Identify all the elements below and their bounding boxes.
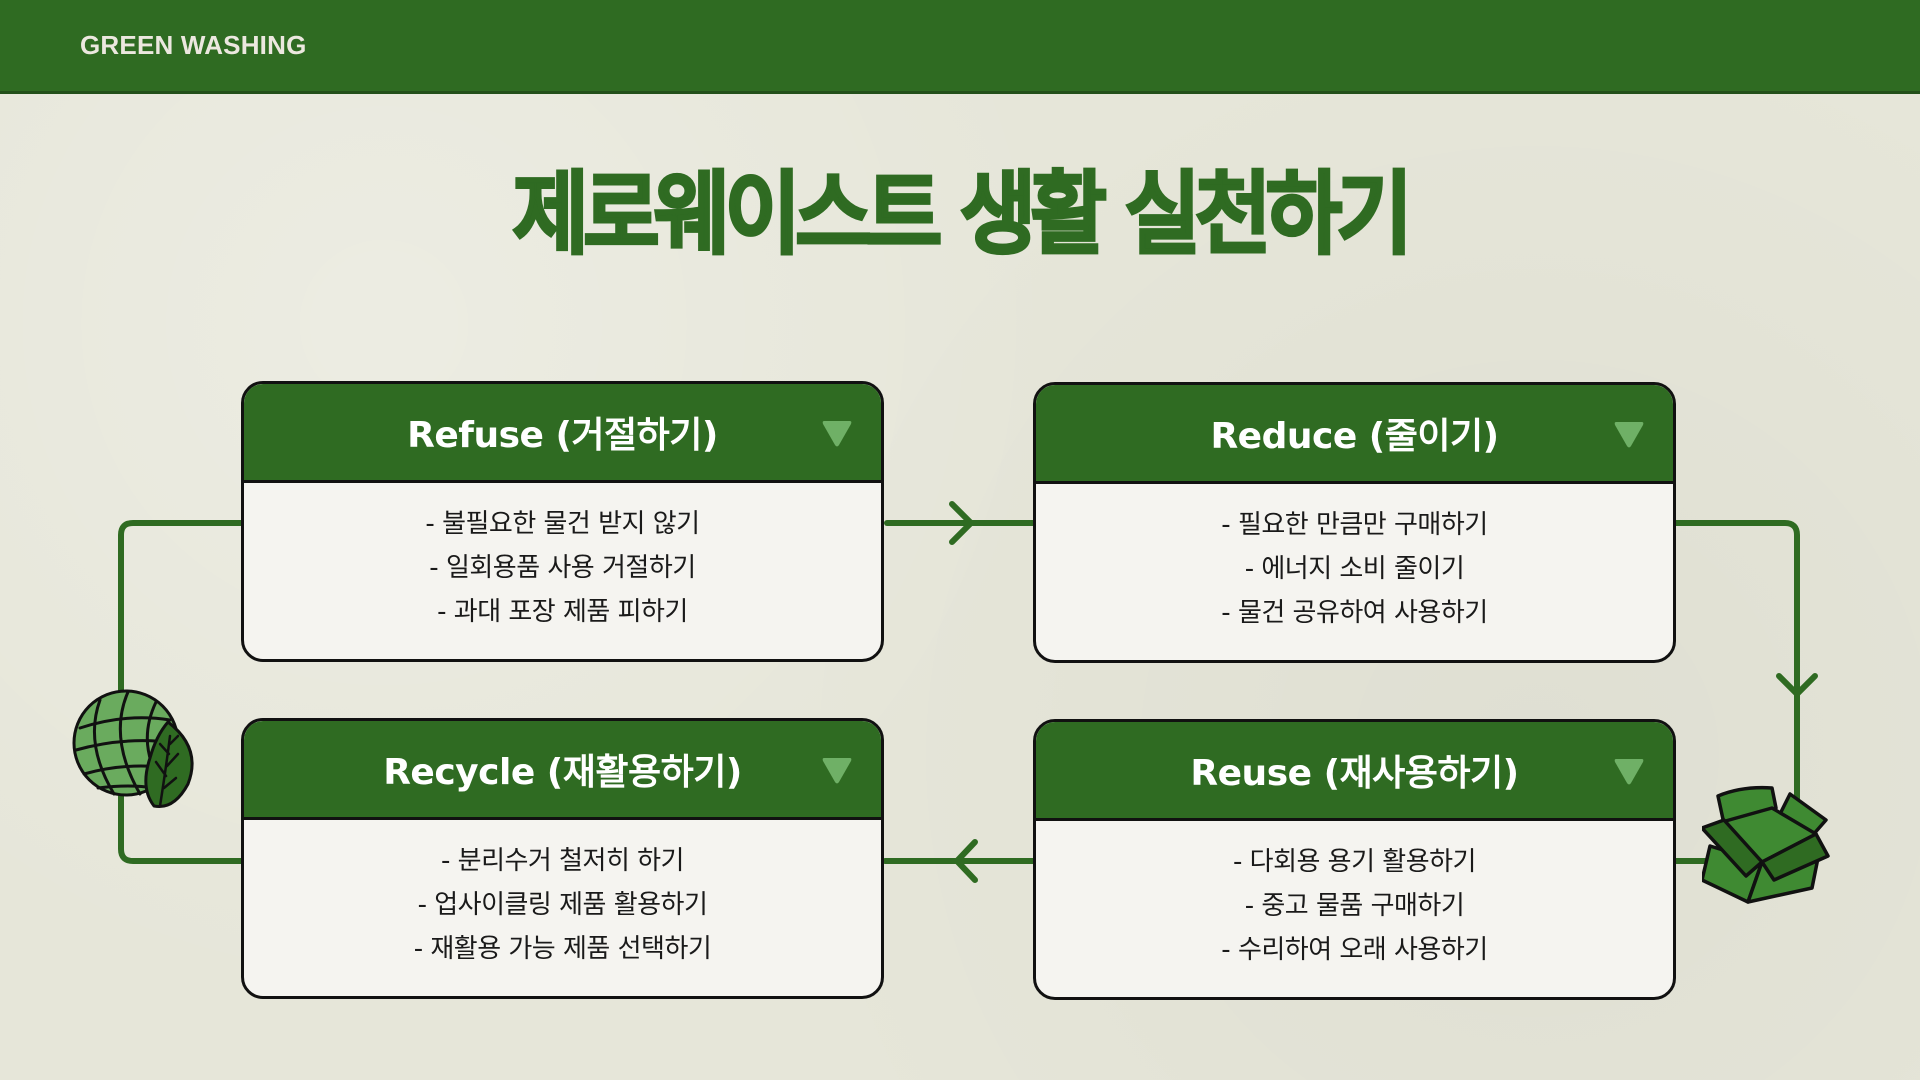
card-title: Refuse (거절하기) [407,415,718,456]
card-body: - 필요한 만큼만 구매하기 - 에너지 소비 줄이기 - 물건 공유하여 사용… [1036,484,1673,660]
cardboard-box-icon [1702,785,1830,904]
triangle-down-icon[interactable] [821,418,853,448]
globe-leaf-icon [72,689,194,809]
card-reduce: Reduce (줄이기) - 필요한 만큼만 구매하기 - 에너지 소비 줄이기… [1033,382,1676,663]
list-item: - 재활용 가능 제품 선택하기 [413,934,712,964]
card-title: Reduce (줄이기) [1210,416,1499,457]
arrow-left-icon [954,839,978,883]
arrow-right-icon [949,501,974,545]
list-item: - 물건 공유하여 사용하기 [1221,598,1488,628]
card-body: - 불필요한 물건 받지 않기 - 일회용품 사용 거절하기 - 과대 포장 제… [244,483,881,659]
list-item: - 필요한 만큼만 구매하기 [1221,510,1488,540]
connector-reduce-reuse [1673,520,1800,803]
list-item: - 수리하여 오래 사용하기 [1221,935,1488,965]
card-body: - 분리수거 철저히 하기 - 업사이클링 제품 활용하기 - 재활용 가능 제… [244,820,881,996]
page-title: 제로웨이스트 생활 실천하기 [511,161,1414,269]
list-item: - 에너지 소비 줄이기 [1244,554,1465,584]
brand-label: GREEN WASHING [80,30,307,60]
card-title: Recycle (재활용하기) [383,752,742,793]
card-title: Reuse (재사용하기) [1190,753,1519,794]
triangle-down-icon[interactable] [821,755,853,785]
list-item: - 분리수거 철저히 하기 [441,846,684,876]
list-item: - 다회용 용기 활용하기 [1233,847,1476,877]
list-item: - 과대 포장 제품 피하기 [437,597,688,627]
list-item: - 중고 물품 구매하기 [1244,891,1465,921]
card-header[interactable]: Reduce (줄이기) [1036,385,1673,484]
card-header[interactable]: Refuse (거절하기) [244,384,881,483]
triangle-down-icon[interactable] [1613,419,1645,449]
card-header[interactable]: Recycle (재활용하기) [244,721,881,820]
list-item: - 일회용품 사용 거절하기 [429,553,696,583]
list-item: - 불필요한 물건 받지 않기 [425,509,700,539]
card-header[interactable]: Reuse (재사용하기) [1036,722,1673,821]
header-bar: GREEN WASHING [0,0,1920,94]
card-refuse: Refuse (거절하기) - 불필요한 물건 받지 않기 - 일회용품 사용 … [241,381,884,662]
card-body: - 다회용 용기 활용하기 - 중고 물품 구매하기 - 수리하여 오래 사용하… [1036,821,1673,997]
arrow-down-icon [1776,673,1818,697]
card-reuse: Reuse (재사용하기) - 다회용 용기 활용하기 - 중고 물품 구매하기… [1033,719,1676,1000]
triangle-down-icon[interactable] [1613,756,1645,786]
card-recycle: Recycle (재활용하기) - 분리수거 철저히 하기 - 업사이클링 제품… [241,718,884,999]
list-item: - 업사이클링 제품 활용하기 [417,890,708,920]
